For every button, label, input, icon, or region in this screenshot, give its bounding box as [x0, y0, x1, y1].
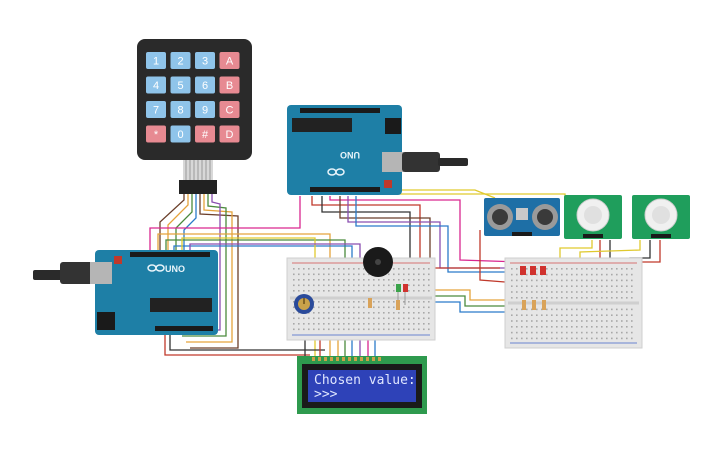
- keypad-key: [146, 52, 166, 69]
- board-logo-text: UNO: [340, 150, 360, 160]
- wire: [169, 335, 325, 351]
- keypad-key: [219, 101, 240, 118]
- arduino-top: UNO: [287, 105, 468, 195]
- wire: [182, 178, 227, 337]
- keypad-key-label: 6: [202, 80, 208, 92]
- keypad-key-label: 1: [153, 56, 159, 68]
- wire: [559, 240, 593, 262]
- lcd-screen: [308, 370, 416, 402]
- keypad-key-label: A: [226, 56, 234, 68]
- keypad-key: [195, 76, 215, 94]
- wire: [405, 289, 520, 301]
- wire: [321, 196, 411, 300]
- wire: [164, 330, 310, 356]
- keypad-key-label: #: [202, 129, 209, 141]
- header-top: [130, 252, 210, 257]
- usb-plug: [402, 152, 440, 172]
- lcd-line-2: >>>: [314, 387, 338, 402]
- wire: [149, 196, 301, 252]
- usb-port: [90, 262, 112, 284]
- keypad-key-label: C: [226, 105, 234, 117]
- wire: [640, 240, 661, 263]
- power-jack: [97, 312, 115, 330]
- keypad-key-label: B: [226, 80, 233, 92]
- keypad-key: [219, 52, 240, 69]
- keypad-key-label: 4: [153, 80, 159, 92]
- mcu-chip: [150, 298, 212, 312]
- wire: [190, 178, 239, 349]
- breadboard-right: [504, 257, 643, 349]
- keypad-key-label: 0: [177, 129, 183, 141]
- keypad-key-label: 2: [177, 56, 183, 68]
- wire: [479, 230, 506, 283]
- keypad-keys: 1 2 3 A 4 5 6 B 7 8 9 C * 0 # D: [146, 52, 240, 143]
- keypad-key: [146, 125, 166, 143]
- usb-cable: [438, 158, 468, 166]
- keypad-key: [195, 52, 215, 69]
- keypad-key: [146, 101, 166, 118]
- keypad-key: [219, 125, 240, 143]
- keypad-key-label: 5: [177, 80, 183, 92]
- keypad-key-label: 3: [202, 56, 208, 68]
- potentiometer: [294, 294, 314, 314]
- wire: [579, 240, 641, 262]
- keypad-key-label: D: [226, 129, 234, 141]
- resistors: [368, 298, 400, 310]
- keypad-key: [219, 76, 240, 94]
- keypad-connector: [179, 180, 217, 194]
- keypad-key-label: 7: [153, 105, 159, 117]
- pir-sensor: [632, 195, 690, 239]
- power-jack: [385, 118, 401, 134]
- wire: [186, 178, 233, 343]
- keypad-key: [146, 76, 166, 94]
- usb-port: [382, 152, 404, 172]
- reset-button: [114, 256, 122, 264]
- keypad-key-label: *: [154, 129, 159, 141]
- keypad-key: [195, 125, 215, 143]
- header-bottom: [310, 187, 380, 192]
- keypad-key: [170, 101, 191, 118]
- header-bottom: [155, 326, 213, 331]
- keypad: 1 2 3 A 4 5 6 B 7 8 9 C * 0 # D: [137, 39, 252, 194]
- board-body: [95, 250, 218, 335]
- lcd-pins: [312, 357, 381, 361]
- header-top: [300, 108, 380, 113]
- keypad-key: [195, 101, 215, 118]
- red-leds: [520, 266, 546, 275]
- keypad-key-label: 9: [202, 105, 208, 117]
- infinity-icon: [147, 264, 165, 272]
- wire: [355, 196, 540, 273]
- lcd-line-1: Chosen value:: [314, 373, 416, 388]
- reset-button: [384, 180, 392, 188]
- ultrasonic-sensor: [484, 198, 560, 236]
- resistors: [522, 300, 546, 310]
- arduino-left: UNO: [33, 250, 218, 335]
- infinity-icon: [327, 168, 345, 176]
- board-logo-text: UNO: [165, 264, 185, 274]
- wire: [311, 196, 421, 265]
- wire: [183, 178, 197, 252]
- pir-sensor: [564, 195, 622, 239]
- keypad-key: [170, 52, 191, 69]
- keypad-key: [170, 125, 191, 143]
- lcd-module: Chosen value: >>>: [297, 356, 427, 414]
- keypad-key: [170, 76, 191, 94]
- keypad-key-label: 8: [177, 105, 183, 117]
- buzzer: [363, 247, 393, 277]
- mcu-chip: [292, 118, 352, 132]
